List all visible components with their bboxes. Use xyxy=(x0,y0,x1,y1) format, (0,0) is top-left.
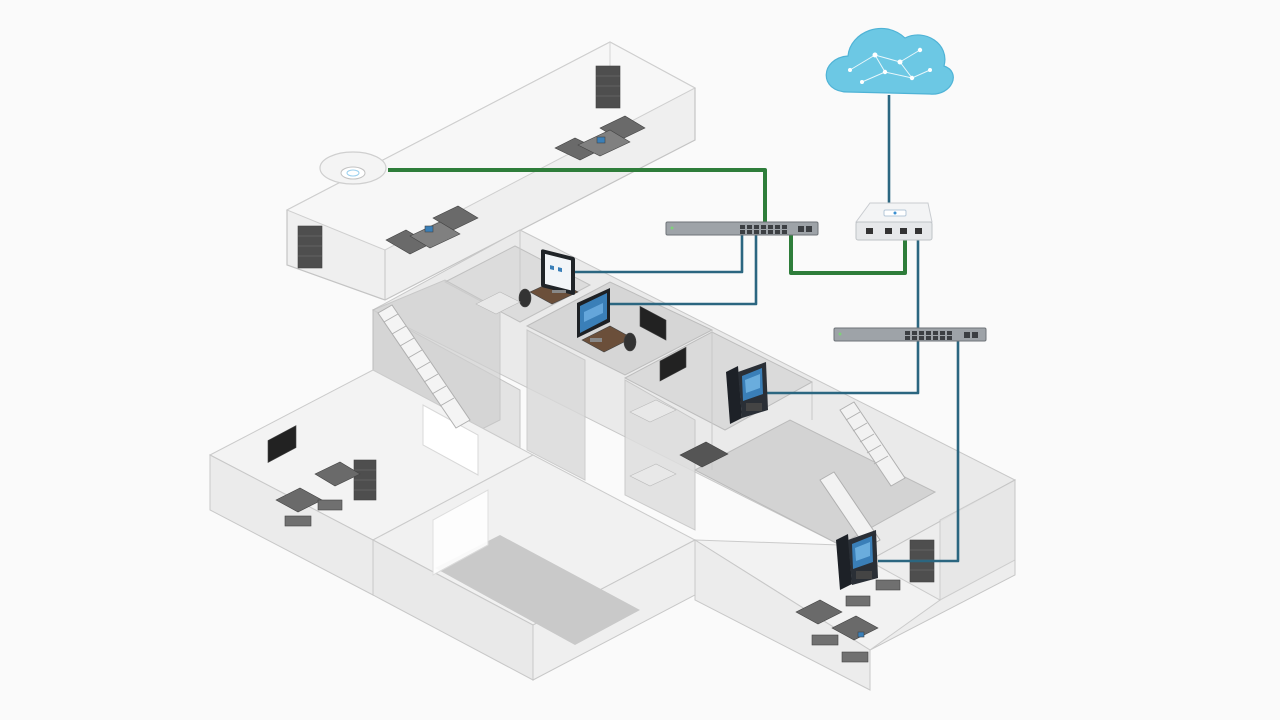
server-rack-icon xyxy=(297,225,323,269)
lower-right-floor xyxy=(693,479,1016,691)
wall-tv-icon xyxy=(659,346,687,382)
lounge-furniture xyxy=(385,205,479,255)
desktop-computer-icon[interactable] xyxy=(577,288,610,342)
cable-switch-main-to-computer-1 xyxy=(575,228,744,274)
cloud-icon[interactable] xyxy=(825,27,954,95)
ceiling-access-point-icon[interactable] xyxy=(319,151,387,185)
desktop-computer-icon[interactable] xyxy=(541,249,575,295)
network-cables xyxy=(388,95,960,563)
room-partition-1 xyxy=(526,329,586,481)
office-room-4 xyxy=(693,419,937,546)
lounge-furniture xyxy=(275,461,361,527)
office-furniture xyxy=(267,65,935,663)
voip-phone-icon[interactable] xyxy=(836,530,878,590)
cable-switch-lower-to-phone-2 xyxy=(878,334,960,563)
office-desks xyxy=(475,291,729,487)
lounge-furniture xyxy=(795,579,901,663)
network-switch-icon[interactable] xyxy=(833,327,987,342)
staircase-right xyxy=(819,401,906,549)
voip-phone-icon[interactable] xyxy=(726,362,768,424)
server-rack-icon xyxy=(353,459,377,501)
lounge-furniture xyxy=(554,115,646,161)
cable-switch-main-to-computer-2 xyxy=(610,228,758,306)
cable-switch-main-to-access-point xyxy=(388,168,767,228)
cable-switch-lower-to-phone-1 xyxy=(766,341,920,395)
security-gateway-icon[interactable] xyxy=(855,202,933,241)
poe-switch-icon[interactable] xyxy=(665,221,819,236)
wall-tv-icon xyxy=(267,425,297,463)
wall-tv-icon xyxy=(639,305,667,341)
staircase-left xyxy=(377,304,471,429)
glass-door-2 xyxy=(432,489,489,576)
cable-gateway-to-switch-main xyxy=(789,228,907,275)
server-rack-icon xyxy=(595,65,621,109)
open-floor-shadow xyxy=(435,535,640,645)
